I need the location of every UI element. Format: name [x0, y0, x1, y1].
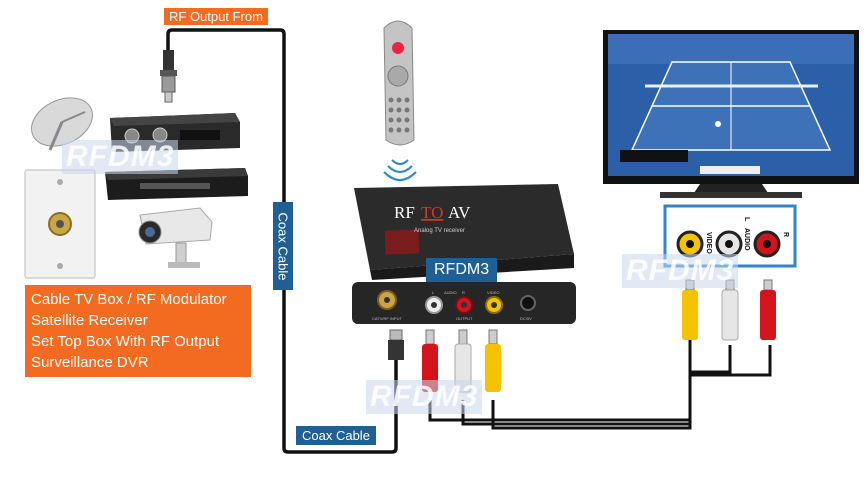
device-brand-to: TO — [421, 203, 443, 222]
rf-plug-icon — [160, 50, 177, 103]
port-label-catv: CATV/RF INPUT — [372, 316, 402, 321]
source-item: Set Top Box With RF Output — [31, 333, 220, 350]
device-brand-av: AV — [448, 203, 471, 222]
device-model-label: RFDM3 — [426, 258, 498, 282]
source-item: Satellite Receiver — [31, 312, 148, 329]
signal-waves-icon — [383, 159, 417, 181]
tv-rca-plug-yellow — [682, 279, 698, 340]
rca-plug-yellow — [485, 329, 501, 392]
tv-label-video: VIDEO — [705, 232, 712, 254]
source-device-list: Cable TV Box / RF Modulator Satellite Re… — [25, 285, 251, 377]
television-icon — [603, 30, 859, 198]
port-label-r: R — [462, 290, 465, 295]
watermark: RFDM3 — [62, 140, 179, 174]
satellite-dish-icon — [31, 97, 93, 151]
coax-cable-label-bottom: Coax Cable — [296, 426, 376, 445]
port-label-video: VIDEO — [487, 290, 499, 295]
tv-label-audio: AUDIO — [743, 228, 750, 251]
coax-wall-plate-icon — [24, 169, 96, 279]
remote-control-icon — [383, 20, 415, 146]
watermark: RFDM3 — [366, 380, 483, 414]
coax-cable-label-vertical-text: Coax Cable — [275, 212, 291, 280]
source-item: Surveillance DVR — [31, 354, 149, 371]
port-label-dc: DC/5V — [520, 316, 532, 321]
source-item: Cable TV Box / RF Modulator — [31, 291, 227, 308]
coax-plug-device — [388, 329, 404, 360]
coax-cable-label-vertical: Coax Cable — [273, 202, 293, 290]
tv-rca-plug-white — [721, 279, 739, 341]
port-label-audio: AUDIO — [444, 290, 457, 295]
device-back-panel: CATV/RF INPUT L AUDIO R OUTPUT VIDEO DC/… — [352, 282, 576, 324]
port-label-output: OUTPUT — [456, 316, 473, 321]
rca-cable-yellow — [491, 345, 732, 430]
tv-label-r: R — [782, 232, 789, 237]
dc-port — [520, 295, 536, 311]
security-camera-icon — [138, 207, 213, 268]
rf-output-label: RF Output From — [164, 8, 268, 25]
port-label-l: L — [432, 290, 435, 295]
tv-rca-plug-red — [760, 279, 776, 340]
device-brand-rf: RF — [394, 203, 415, 222]
watermark: RFDM3 — [622, 254, 739, 288]
tv-label-l: L — [743, 217, 750, 222]
device-subtitle: Analog TV receiver — [414, 228, 465, 234]
